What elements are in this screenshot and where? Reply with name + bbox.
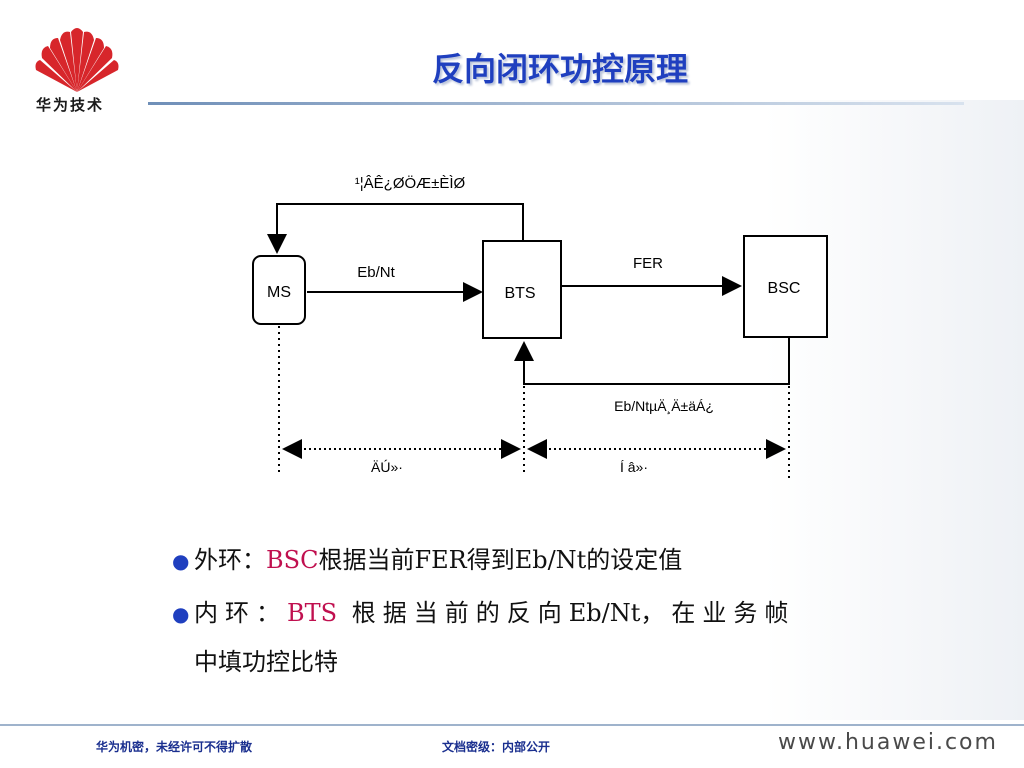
bullet1-highlight: BSC bbox=[266, 546, 319, 574]
bullet2-continuation: 中填功控比特 bbox=[194, 648, 338, 676]
footer-confidential: 华为机密，未经许可不得扩散 bbox=[96, 740, 253, 754]
huawei-logo bbox=[22, 18, 132, 118]
bullet2-rest: ，在业务帧 bbox=[640, 599, 796, 627]
ms-box bbox=[252, 255, 306, 325]
bullet1-rest: 根据当前FER得到Eb/Nt的设定值 bbox=[318, 546, 683, 574]
bts-label: BTS bbox=[504, 285, 535, 302]
ms-label: MS bbox=[267, 284, 291, 301]
outer-loop-label: Í â»· bbox=[620, 459, 648, 475]
footer-divider bbox=[0, 724, 1024, 726]
bullet2-prefix: 内环： bbox=[194, 599, 287, 627]
background-gradient bbox=[764, 100, 1024, 720]
bsc-box bbox=[743, 235, 828, 338]
footer-url-link[interactable]: www.huawei.com bbox=[778, 730, 998, 755]
bsc-label: BSC bbox=[768, 280, 801, 297]
power-control-bits-label: ¹¦ÂÊ¿ØÖÆ±ÈÌØ bbox=[355, 174, 466, 192]
setpoint-change-label: Eb/NtµÄ¸Ä±äÁ¿ bbox=[614, 398, 714, 414]
bullet-outer-loop: ● 外环：BSC根据当前FER得到Eb/Nt的设定值 bbox=[172, 534, 902, 587]
inner-loop-label: ÄÚ»· bbox=[371, 459, 403, 475]
fer-label: FER bbox=[633, 255, 663, 272]
bullet-dot-icon: ● bbox=[172, 602, 197, 626]
logo-text: 华为技术 bbox=[36, 96, 105, 114]
ebnt-label: Eb/Nt bbox=[357, 264, 395, 281]
bullet-list: ● 外环：BSC根据当前FER得到Eb/Nt的设定值 ● 内环：BTS 根据当前… bbox=[172, 534, 902, 688]
bullet-dot-icon: ● bbox=[172, 549, 190, 573]
loop-diagram-svg: ¹¦ÂÊ¿ØÖÆ±ÈÌØ MS Eb/Nt BTS FER BSC Eb/Ntµ… bbox=[252, 174, 828, 478]
bullet2-highlight: BTS bbox=[287, 599, 338, 627]
bullet2-mid: 根据当前的反向 bbox=[351, 599, 569, 627]
bts-box bbox=[482, 240, 562, 339]
power-control-diagram: ¹¦ÂÊ¿ØÖÆ±ÈÌØ MS Eb/Nt BTS FER BSC Eb/Ntµ… bbox=[240, 160, 860, 494]
feedback-line-top bbox=[267, 203, 524, 254]
title-divider bbox=[148, 102, 964, 105]
setpoint-feedback-line bbox=[514, 337, 790, 385]
bullet-outer-loop-text: 外环：BSC根据当前FER得到Eb/Nt的设定值 bbox=[194, 534, 682, 586]
bullet2-latin: Eb/Nt bbox=[568, 599, 641, 627]
bullet-inner-loop: ● 内环：BTS 根据当前的反向Eb/Nt，在业务帧 bbox=[172, 587, 902, 640]
bullet1-prefix: 外环： bbox=[194, 546, 266, 574]
bullet-inner-loop-text: 内环：BTS 根据当前的反向Eb/Nt，在业务帧 bbox=[194, 587, 795, 639]
huawei-logo-icon bbox=[35, 28, 119, 92]
page-title: 反向闭环功控原理 bbox=[431, 50, 688, 88]
footer-security-level: 文档密级：内部公开 bbox=[442, 740, 551, 754]
